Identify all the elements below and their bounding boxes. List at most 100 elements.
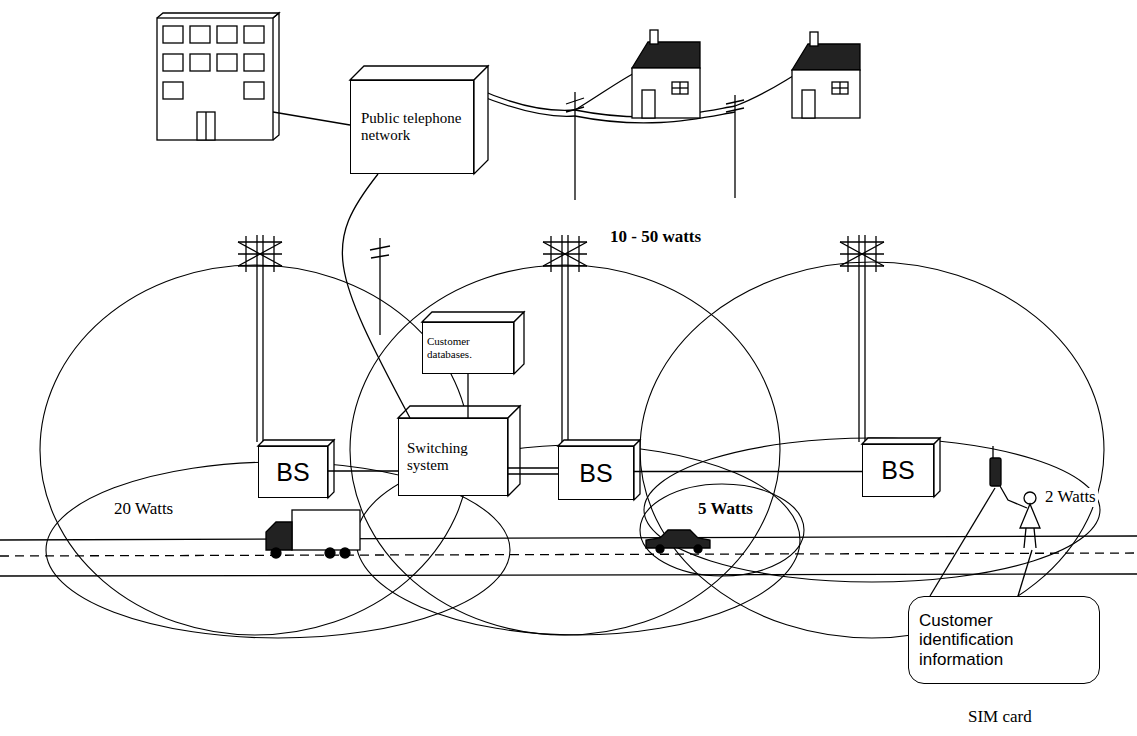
person: [1024, 492, 1036, 504]
utility-pole: [566, 107, 584, 112]
sim-info-box: Customer identification information: [908, 596, 1100, 684]
leader-line: [930, 488, 1032, 596]
power-label: 5 Watts: [696, 500, 755, 519]
power-label: 2 Watts: [1043, 488, 1098, 507]
truck: [271, 548, 281, 558]
box-side-face: [634, 440, 640, 500]
tower-lattice: [238, 236, 282, 272]
utility-pole: [574, 92, 575, 200]
building-window: [244, 54, 264, 71]
building-window: [163, 82, 183, 99]
person: [1000, 486, 1040, 548]
antenna-tower: [543, 235, 587, 442]
truck: [325, 548, 335, 558]
tower-crossarm: [840, 265, 884, 266]
truck: [266, 510, 360, 558]
house: [792, 32, 860, 118]
utility-pole: [370, 246, 390, 250]
office-building: [273, 13, 279, 140]
overhead-wires: [575, 70, 640, 110]
building-window: [163, 26, 183, 43]
phone-line: [273, 112, 350, 125]
person: [1000, 486, 1027, 508]
tower-crossarm: [238, 241, 282, 242]
node-text: BS: [563, 459, 629, 488]
tower-crossarm: [543, 241, 587, 242]
utility-pole: [371, 255, 389, 258]
house: [650, 30, 658, 44]
coverage-area: [640, 262, 1104, 638]
box-side-face: [934, 438, 940, 497]
box-side-face: [514, 312, 524, 374]
road: [0, 574, 1137, 576]
office-building: [197, 112, 215, 140]
antenna-tower: [840, 235, 884, 442]
network-link: [634, 471, 862, 472]
node-text: BS: [867, 456, 929, 485]
node-text: Switching system: [407, 440, 499, 475]
mobile-phone: [992, 446, 993, 458]
mobile-phone: [990, 458, 1001, 486]
coverage-area: [644, 438, 1100, 582]
system-box: Public telephone network: [350, 80, 474, 174]
house: [832, 87, 848, 88]
building-window: [190, 26, 210, 43]
network-link: [342, 174, 410, 418]
tower-crossarm: [543, 265, 587, 266]
building-window: [244, 26, 264, 43]
office-building: [163, 26, 264, 99]
office-building: [157, 13, 279, 18]
tower-crossarm: [840, 241, 884, 242]
building-window: [190, 54, 210, 71]
house: [642, 90, 655, 118]
house: [632, 30, 700, 118]
car: [656, 545, 664, 553]
house: [832, 82, 848, 94]
leader-line: [1018, 550, 1032, 596]
coverage-area: [40, 262, 1104, 638]
person: [1024, 528, 1026, 548]
utility-pole: [566, 98, 584, 104]
node-text: BS: [263, 458, 323, 487]
system-box: Customer databases.: [422, 322, 514, 374]
box-side-face: [474, 66, 488, 174]
network-link: [328, 470, 398, 471]
tower-lattice: [840, 236, 884, 272]
system-box: Switching system: [398, 418, 508, 496]
utility-pole: [726, 108, 744, 112]
road: [0, 553, 1137, 556]
car: [646, 530, 710, 553]
box-top-face: [350, 66, 488, 80]
building-window: [217, 26, 237, 43]
person: [1034, 528, 1036, 548]
node-text: Customer identification information: [919, 611, 1089, 670]
antenna-tower: [238, 235, 884, 442]
coverage-area: [640, 484, 804, 576]
overhead-wires: [476, 94, 575, 116]
network-link: [467, 374, 468, 418]
person: [1020, 504, 1040, 528]
house: [810, 32, 818, 46]
car: [694, 545, 702, 553]
truck: [292, 510, 360, 550]
base-station-box: BS: [258, 446, 328, 498]
utility-pole: [726, 100, 744, 104]
house: [672, 87, 688, 88]
building-window: [163, 54, 183, 71]
office-building: [157, 13, 279, 140]
base-station-box: BS: [558, 446, 634, 500]
road: [0, 536, 1137, 576]
house: [802, 90, 815, 118]
office-building: [205, 112, 206, 140]
tower-lattice: [543, 236, 587, 272]
box-top-face: [398, 406, 520, 418]
house: [672, 82, 688, 94]
building-window: [244, 82, 264, 99]
node-text: Customer databases.: [427, 335, 509, 360]
house: [792, 44, 860, 70]
mobile-phone: [990, 446, 1001, 486]
box-top-face: [422, 312, 524, 322]
box-side-face: [328, 440, 334, 498]
tower-crossarm: [238, 265, 282, 266]
